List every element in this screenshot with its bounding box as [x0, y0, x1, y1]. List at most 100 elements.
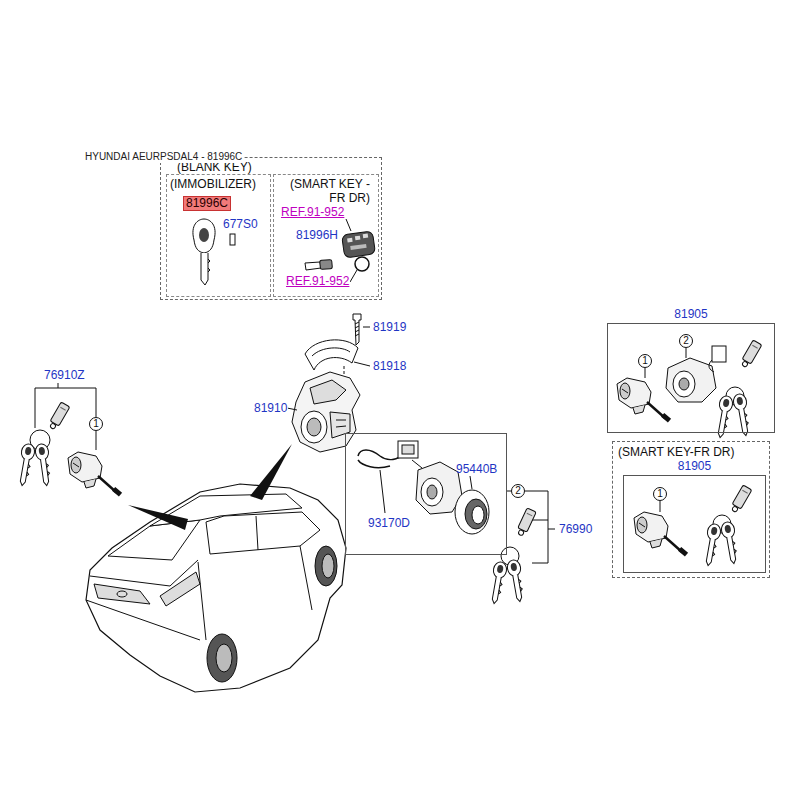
car-illustration [207, 634, 237, 682]
part-group-box: 93170D95440B [345, 433, 507, 555]
lock-set-81905 [617, 340, 762, 439]
car-illustration [117, 591, 127, 597]
car-illustration [128, 505, 188, 530]
steering-lock-assembly [301, 411, 327, 443]
diagram-title: HYUNDAI AEURPSDAL4 - 81996C [83, 151, 244, 163]
part-number: 81996H [295, 229, 339, 242]
steering-lock-assembly [307, 418, 321, 436]
reference-link: REF.91-952 [285, 275, 350, 288]
smart-key-fob [346, 219, 351, 231]
group-heading: (SMART KEY -FR DR) [278, 177, 370, 205]
ignition-switch-group [472, 506, 484, 524]
key-set-76910z [96, 431, 97, 450]
ignition-switch-group [470, 476, 472, 489]
steering-lock-assembly [355, 322, 359, 336]
key-set-76910z [68, 452, 122, 497]
steering-lock-assembly [292, 372, 360, 452]
steering-lock-assembly [330, 412, 350, 438]
key-set-76910z [34, 443, 53, 486]
steering-lock-assembly [305, 340, 358, 370]
ignition-switch-group [421, 478, 443, 506]
lock-set-81905 [645, 368, 646, 378]
lock-set-smart [702, 523, 722, 567]
part-number: 81910 [253, 402, 288, 415]
steering-lock-assembly [353, 314, 361, 345]
lock-set-81905 [739, 340, 761, 369]
ignition-switch-group [398, 441, 418, 458]
car-illustration [86, 600, 200, 640]
smart-key-fob [320, 259, 333, 269]
lock-set-smart [660, 501, 661, 512]
callout-number: 1 [89, 417, 103, 431]
part-number: 76990 [558, 523, 593, 536]
steering-lock-assembly [344, 366, 345, 376]
ignition-switch-group [380, 470, 385, 513]
lock-set-smart [720, 521, 740, 565]
car-illustration [160, 572, 200, 606]
steering-lock-assembly [287, 314, 370, 452]
smart-key-fob [350, 270, 357, 282]
lock-set-smart [729, 485, 751, 514]
key-set-76910z [58, 383, 59, 388]
lock-set-81905 [673, 371, 695, 397]
highlighted-part-number: 81996C [183, 196, 231, 211]
car-illustration [94, 584, 150, 604]
smart-key-fob [355, 257, 369, 271]
lock-set-81905 [732, 393, 752, 437]
smart-key-fob [342, 231, 376, 258]
ignition-switch-group [455, 490, 489, 534]
part-group-box: (IMMOBILIZER) [166, 174, 271, 297]
part-number: 81919 [372, 321, 407, 334]
car-illustration [198, 546, 312, 640]
key-set-76990 [515, 508, 536, 537]
blank-key [199, 228, 209, 242]
key-set-76990 [532, 520, 548, 521]
ignition-switch-group [358, 450, 402, 460]
lock-set-81905 [709, 360, 714, 372]
steering-lock-assembly [336, 420, 346, 427]
key-set-76990 [488, 491, 555, 605]
part-number: 677S0 [222, 218, 259, 231]
smart-key-fob [350, 244, 366, 250]
key-set-76910z [16, 383, 122, 497]
key-set-76910z [47, 402, 69, 431]
blank-key [193, 219, 215, 253]
part-group-box: 81905 [623, 475, 766, 573]
steering-lock-assembly [354, 362, 370, 366]
part-group-box: (SMART KEY-FR DR)81905 [612, 441, 770, 578]
steering-lock-assembly [363, 327, 370, 328]
steering-lock-assembly [287, 408, 297, 410]
callout-number: 2 [679, 334, 693, 348]
ignition-switch-group [358, 460, 390, 468]
key-set-76910z [16, 443, 36, 487]
callout-number: 2 [511, 484, 525, 498]
smart-key-fob [305, 262, 321, 270]
car-illustration [206, 512, 320, 554]
blank-key [208, 259, 210, 272]
group-heading: (IMMOBILIZER) [170, 177, 256, 191]
car-illustration [250, 444, 292, 500]
lock-set-81905 [617, 378, 671, 423]
smart-key-fob [355, 236, 361, 241]
part-number: 81918 [372, 360, 407, 373]
blank-key [201, 253, 208, 285]
lock-set-81905 [666, 358, 716, 402]
smart-key-fob [363, 234, 369, 239]
callout-number: 1 [653, 487, 667, 501]
part-number: 81905 [624, 459, 765, 473]
smart-key-fob [347, 238, 353, 243]
key-set-76990 [506, 559, 526, 603]
part-number: 93170D [368, 516, 410, 530]
steering-lock-assembly [312, 348, 350, 356]
blank-key [230, 234, 235, 245]
group-heading: (SMART KEY-FR DR) [618, 445, 734, 459]
key-set-76990 [488, 561, 508, 605]
lock-set-81905 [686, 348, 687, 358]
part-number: 76910Z [43, 369, 86, 382]
car-illustration [322, 554, 334, 578]
car-illustration [216, 644, 232, 672]
lock-set-81905 [679, 378, 689, 390]
car-illustration [256, 516, 258, 550]
